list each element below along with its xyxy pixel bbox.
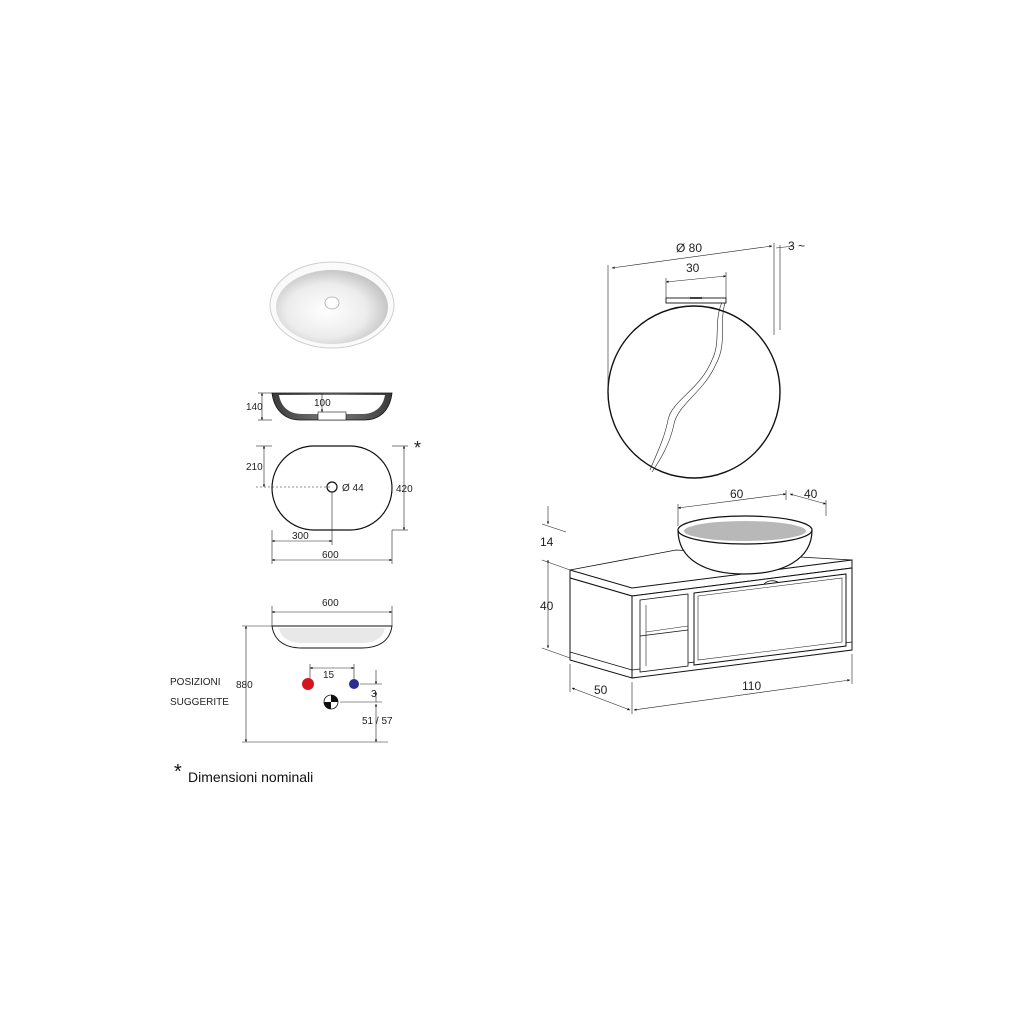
- valve-offset-label: 3: [371, 689, 377, 700]
- basin-render: [269, 261, 395, 349]
- round-mirror: [607, 243, 795, 479]
- basin-height-label: 140: [246, 402, 263, 413]
- basin-width-label: 600: [322, 550, 339, 561]
- mirror-depth-label: 3 ~: [788, 239, 805, 253]
- cabinet-height-label: 40: [540, 599, 554, 613]
- basin-wall-label: 100: [314, 398, 331, 409]
- mirror-diameter-label: Ø 80: [676, 241, 702, 255]
- vessel-width-label: 60: [730, 487, 744, 501]
- nominal-asterisk: *: [414, 438, 421, 458]
- vessel-basin: [677, 490, 827, 575]
- basin-top-view: [256, 445, 408, 564]
- note-asterisk: *: [174, 761, 182, 783]
- basin-half-width-label: 300: [292, 531, 309, 542]
- total-height-label: 880: [236, 680, 253, 691]
- valve-spacing-label: 15: [323, 670, 335, 681]
- cold-water-icon: [349, 679, 359, 689]
- base-dimensions: [569, 654, 853, 714]
- cabinet-width-label: 110: [742, 679, 761, 693]
- basin-half-depth-label: 210: [246, 462, 263, 473]
- height-dimensions: [541, 506, 571, 659]
- cabinet-depth-label: 50: [594, 683, 608, 697]
- basin-section: [258, 392, 393, 421]
- drain-hole-icon: [324, 296, 340, 310]
- nominal-dimensions-note: Dimensioni nominali: [188, 769, 313, 785]
- elevation-width-label: 600: [322, 598, 339, 609]
- suggested-positions-line1: POSIZIONI: [170, 677, 221, 688]
- lamp-width-label: 30: [686, 261, 700, 275]
- suggested-positions-line2: SUGGERITE: [170, 697, 229, 708]
- vanity-cabinet: [569, 549, 853, 679]
- hot-water-icon: [302, 678, 314, 690]
- drain-diameter-label: Ø 44: [342, 483, 364, 494]
- drain-height-label: 51 / 57: [362, 716, 393, 727]
- drain-symbol-icon: [323, 694, 339, 710]
- installation-elevation: [242, 606, 393, 743]
- vessel-height-label: 14: [540, 535, 554, 549]
- basin-depth-label: 420: [396, 484, 413, 495]
- vessel-depth-label: 40: [804, 487, 818, 501]
